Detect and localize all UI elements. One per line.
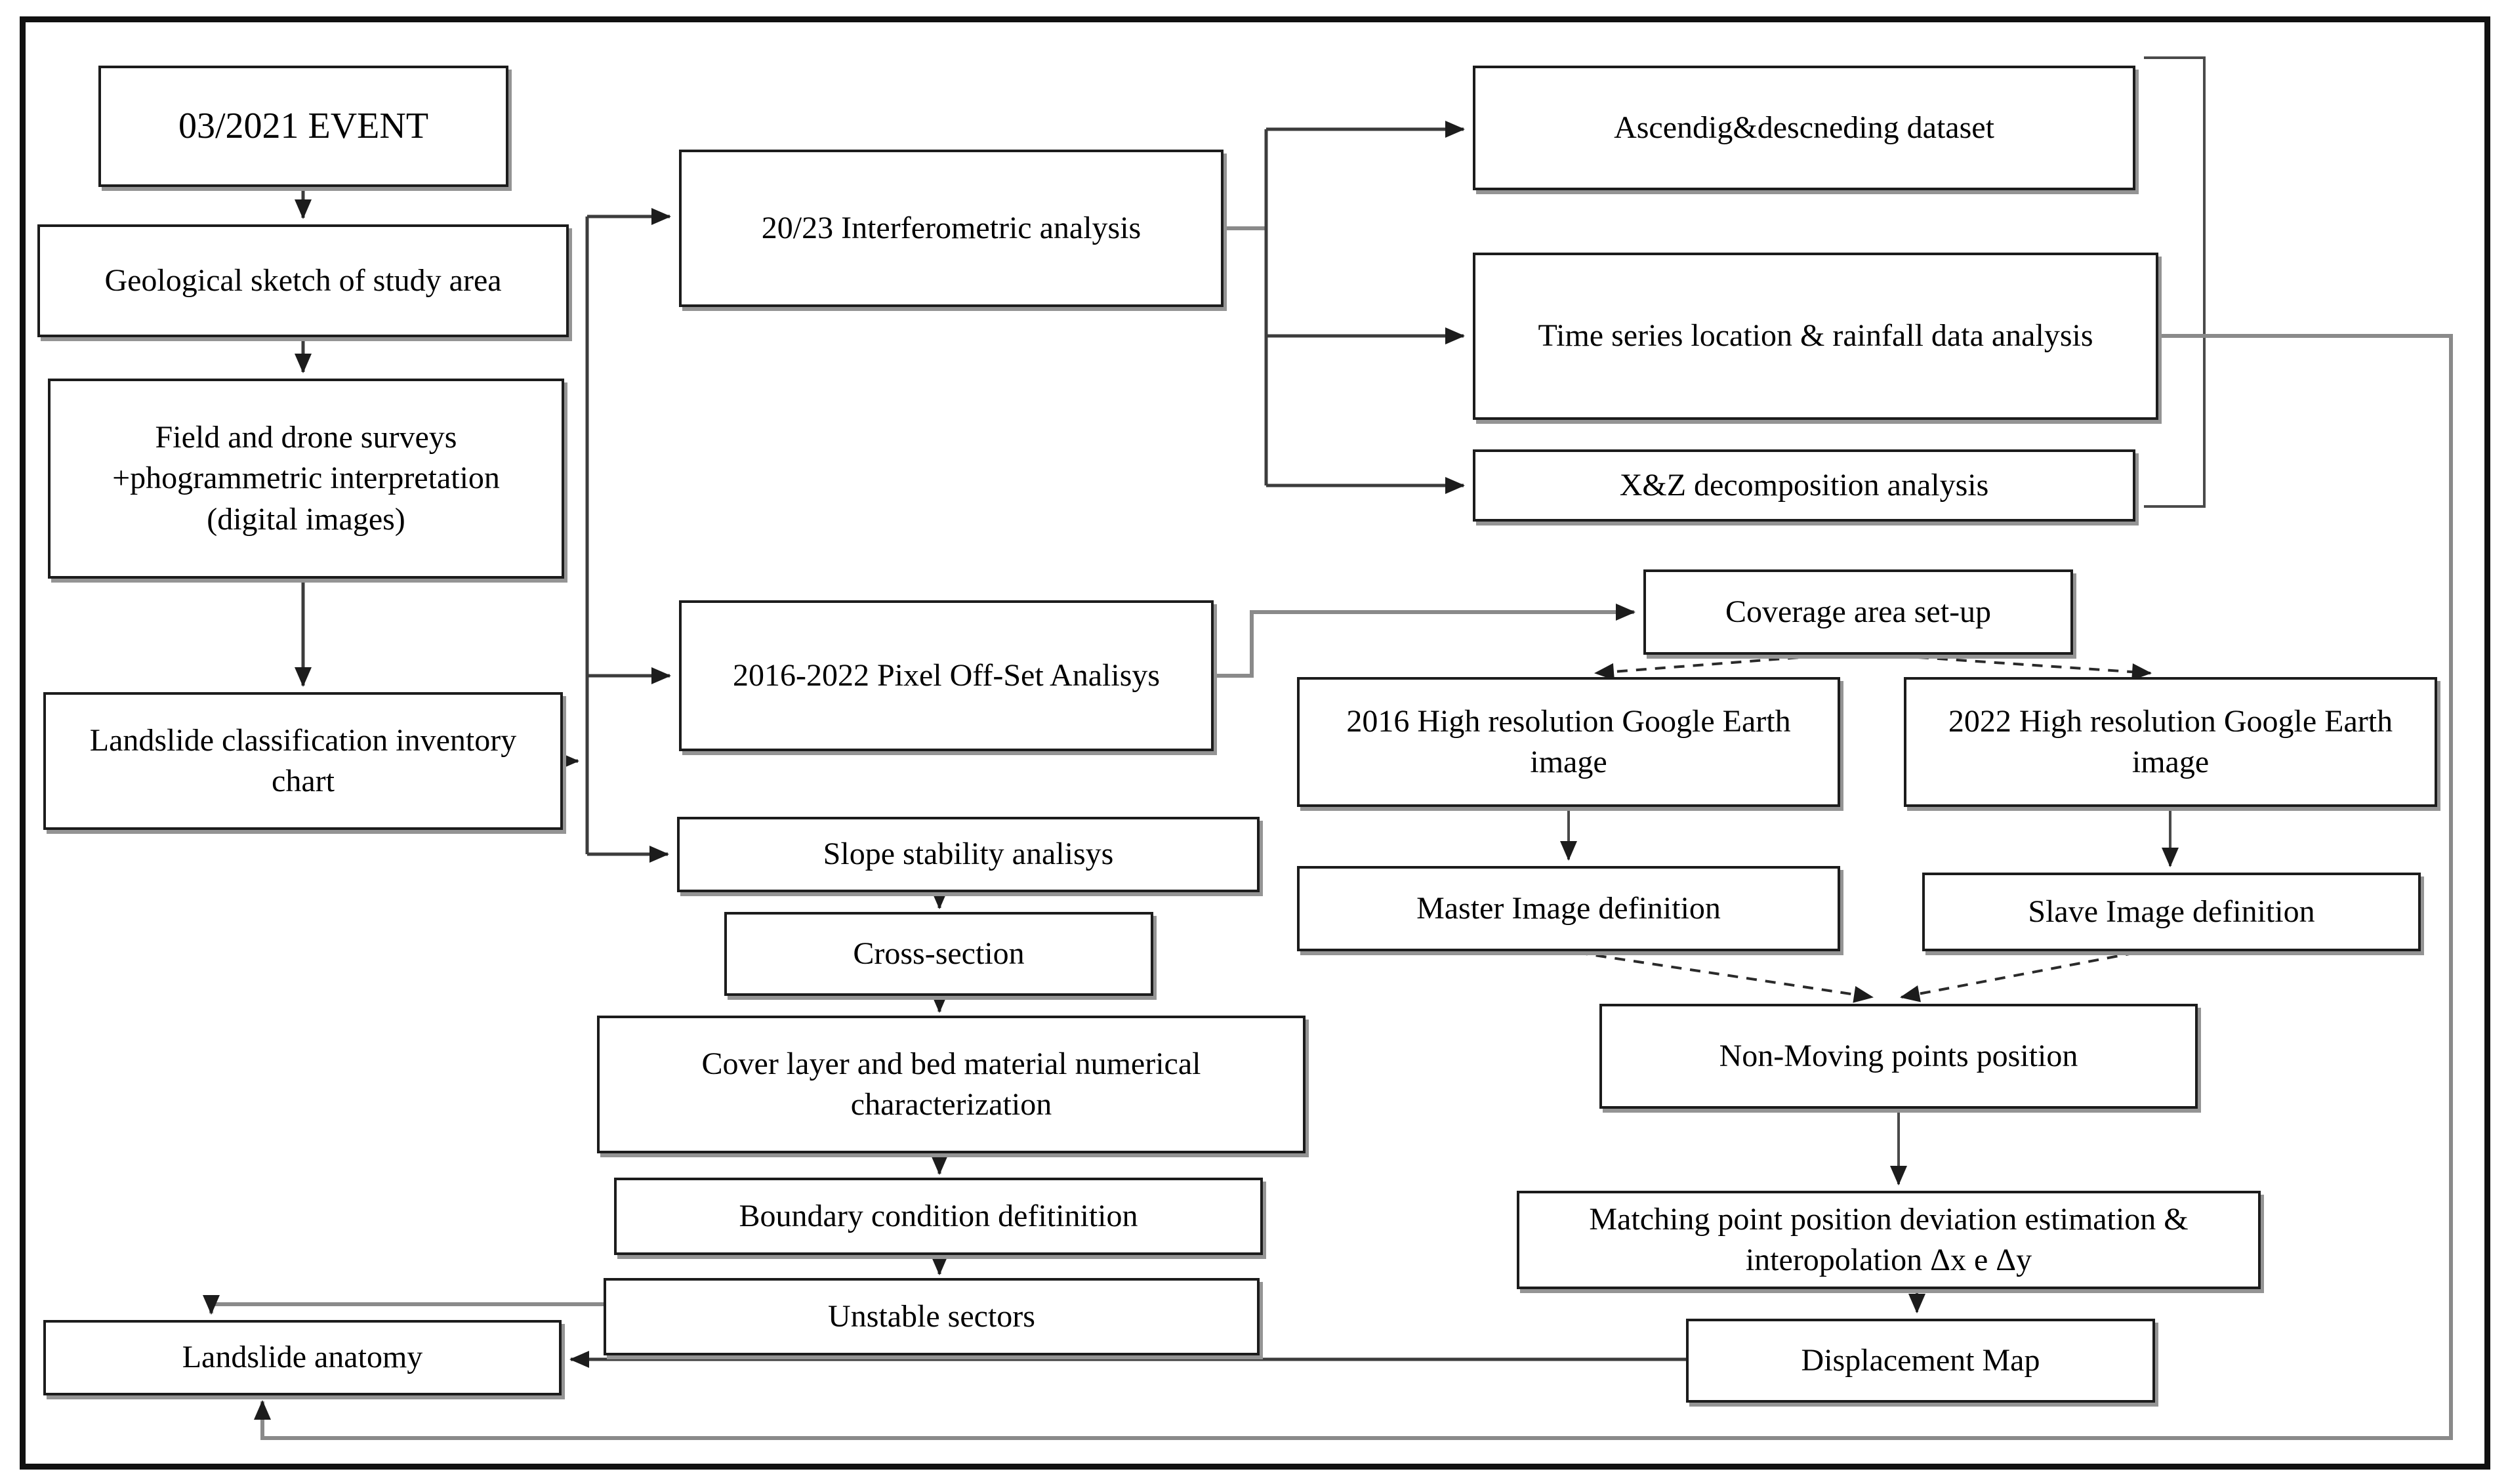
- arrow-unstable-to-anatomy: [203, 1295, 604, 1315]
- node-master-image: Master Image definition: [1297, 866, 1840, 951]
- node-slope-stability: Slope stability analisys: [677, 817, 1260, 892]
- node-event: 03/2021 EVENT: [98, 66, 508, 187]
- node-ascending-dataset: Ascendig&descneding dataset: [1473, 66, 2135, 190]
- node-coverage: Coverage area set-up: [1643, 569, 2073, 655]
- node-matching-point: Matching point position deviation estima…: [1517, 1191, 2261, 1289]
- node-cover-layer: Cover layer and bed material numerical c…: [597, 1016, 1306, 1153]
- dashed-arrow-coverage-to-2022: [1899, 655, 2152, 681]
- node-pixel-offset: 2016-2022 Pixel Off-Set Analisys: [679, 600, 1214, 751]
- node-unstable-sectors: Unstable sectors: [604, 1278, 1260, 1355]
- node-geo-sketch: Geological sketch of study area: [37, 224, 569, 337]
- arrow-pixel-to-coverage: [1214, 604, 1636, 678]
- dashed-arrow-coverage-to-2016: [1594, 655, 1818, 680]
- node-landslide-classification: Landslide classification inventory chart: [43, 692, 563, 830]
- node-boundary-condition: Boundary condition defitinition: [614, 1178, 1263, 1255]
- node-slave-image: Slave Image definition: [1922, 873, 2421, 951]
- diagram-outer-border: [20, 16, 2490, 1470]
- feedback-loop-to-anatomy: [254, 334, 2453, 1440]
- node-xz-decomposition: X&Z decomposition analysis: [1473, 449, 2135, 522]
- node-img-2022: 2022 High resolution Google Earth image: [1904, 677, 2437, 807]
- bracket-insar-outputs: [2144, 56, 2206, 508]
- node-field-surveys: Field and drone surveys +phogrammetric i…: [48, 379, 564, 579]
- node-img-2016: 2016 High resolution Google Earth image: [1297, 677, 1840, 807]
- node-cross-section: Cross-section: [724, 912, 1153, 996]
- node-time-series: Time series location & rainfall data ana…: [1473, 253, 2158, 420]
- node-non-moving: Non-Moving points position: [1599, 1004, 2198, 1109]
- dashed-arrow-master-to-nonmoving: [1576, 951, 1874, 1003]
- dashed-arrow-slave-to-nonmoving: [1900, 951, 2137, 1002]
- node-displacement-map: Displacement Map: [1686, 1319, 2155, 1403]
- node-landslide-anatomy: Landslide anatomy: [43, 1320, 562, 1395]
- node-interferometric: 20/23 Interferometric analysis: [679, 150, 1224, 307]
